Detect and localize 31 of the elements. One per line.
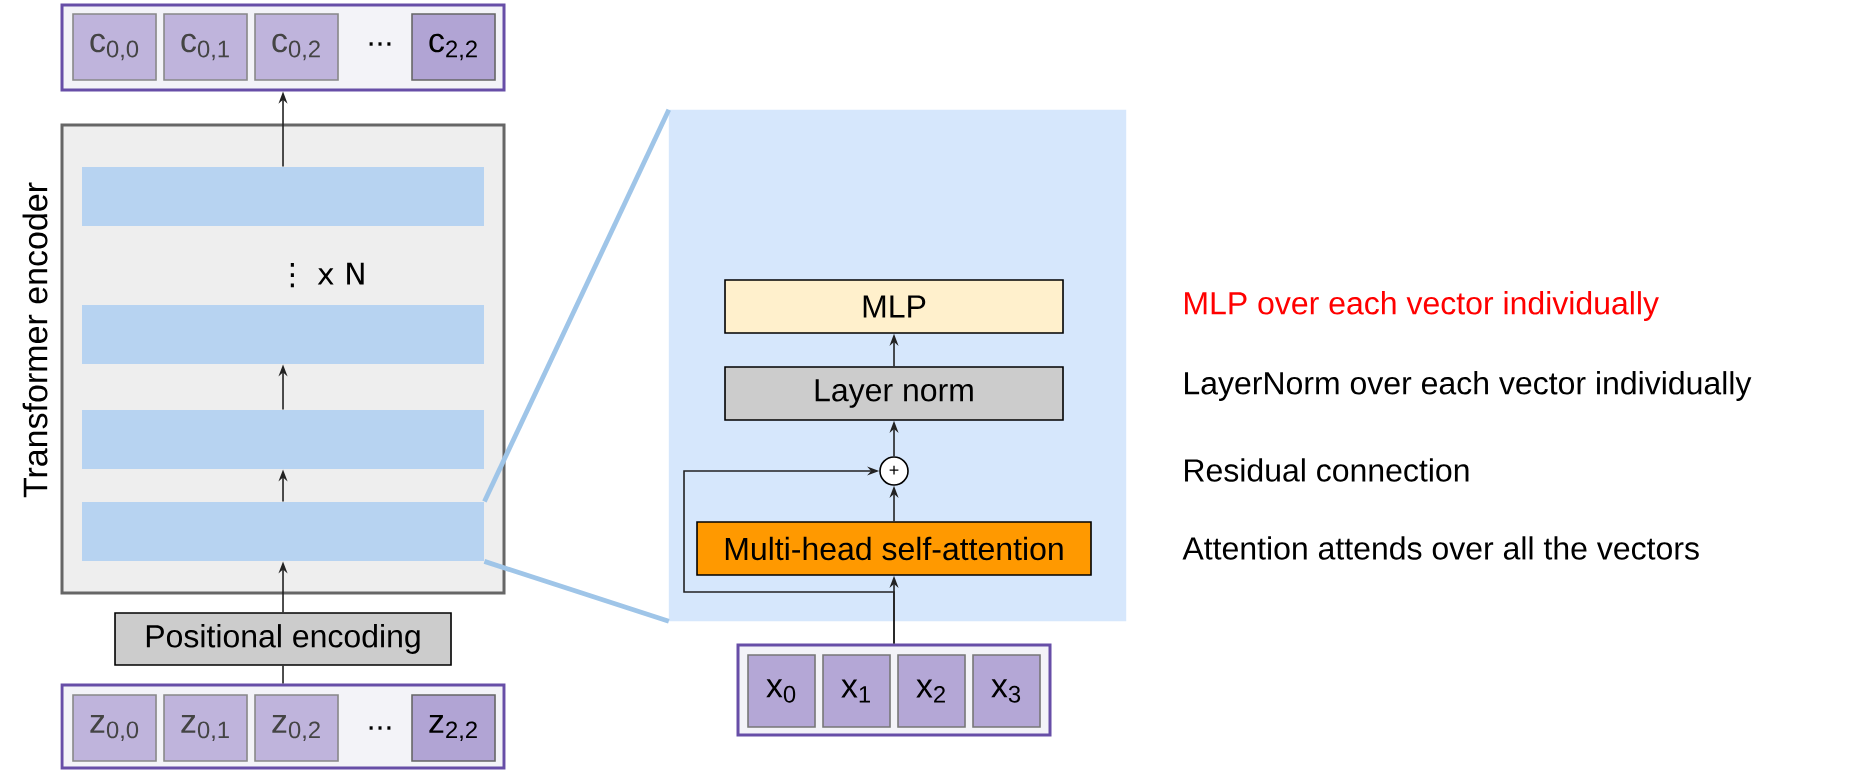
- annotation-text: MLP over each vector individually: [1185, 291, 1659, 321]
- token-cell: c$_{0,2}$: [254, 13, 339, 81]
- token-cell: z$_{0,0}$: [72, 694, 157, 762]
- token-cell: x$_{0}$: [747, 654, 816, 728]
- layer-bar: [82, 502, 484, 561]
- zoom-line: [482, 108, 671, 503]
- layer-bar: [82, 167, 484, 226]
- token-cell: c$_{2,2}$: [411, 13, 496, 81]
- encoder-label: Transformer encoder: [22, 182, 48, 498]
- ellipsis: ...: [369, 726, 391, 730]
- layer-bar: [82, 305, 484, 364]
- arrow: [683, 466, 895, 645]
- ellipsis: ...: [369, 42, 391, 46]
- annotation-text: Residual connection: [1185, 458, 1469, 482]
- token-cell: x$_{1}$: [822, 654, 891, 728]
- annotation-text: Attention attends over all the vectors: [1182, 536, 1699, 560]
- token-cell: x$_{3}$: [972, 654, 1041, 728]
- token-cell: z$_{0,2}$: [254, 694, 339, 762]
- process-box: Layer norm: [724, 366, 1064, 421]
- process-box: Multi-head self-attention: [696, 521, 1092, 576]
- zoom-line: [483, 559, 670, 624]
- layer-bar: [82, 410, 484, 469]
- repeat-label: ⋮ x N: [290, 262, 364, 288]
- token-cell: z$_{2,2}$: [411, 694, 496, 762]
- token-cell: c$_{0,1}$: [163, 13, 248, 81]
- annotation-text: LayerNorm over each vector individually: [1185, 371, 1752, 401]
- process-box: Positional encoding: [114, 612, 452, 666]
- token-cell: c$_{0,0}$: [72, 13, 157, 81]
- token-cell: z$_{0,1}$: [163, 694, 248, 762]
- process-box: MLP: [724, 279, 1064, 334]
- token-cell: x$_{2}$: [897, 654, 966, 728]
